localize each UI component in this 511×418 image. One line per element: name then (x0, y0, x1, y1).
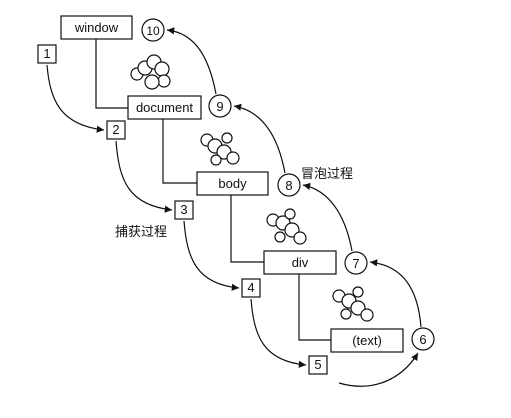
node-body-box (196, 171, 269, 196)
bubble-step-9-label: 9 (216, 99, 223, 114)
bubble-cluster-icon (130, 54, 171, 90)
capture-step-4-label: 4 (247, 280, 254, 295)
capture-step-2-box (106, 120, 126, 140)
capture-arrow-3-4 (183, 220, 240, 291)
capture-phase-label: 捕获过程 (115, 224, 167, 240)
bubble-phase-label: 冒泡过程 (301, 167, 353, 182)
bubble-step-7: 7 (344, 251, 368, 275)
capture-step-2: 2 (106, 120, 126, 140)
node-window: window (60, 15, 133, 40)
target-arrow-5-6 (338, 352, 419, 387)
capture-step-5-label: 5 (314, 357, 321, 372)
bubble-cluster-icon (332, 286, 374, 322)
capture-step-5: 5 (308, 355, 328, 375)
capture-step-4: 4 (241, 278, 261, 298)
node-text-label: (text) (352, 333, 382, 348)
node-document: document (127, 95, 202, 120)
target-step-6: 6 (411, 327, 435, 351)
capture-step-2-label: 2 (112, 122, 119, 137)
bubble-arrow-6-7 (369, 259, 422, 328)
node-document-box (127, 95, 202, 120)
node-window-box (60, 15, 133, 40)
bubble-arrows (166, 27, 422, 387)
bubble-step-8-label: 8 (285, 178, 292, 193)
bubble-step-10: 10 (141, 18, 165, 42)
node-body-label: body (218, 176, 247, 191)
connector-window-document (95, 39, 128, 109)
capture-step-1: 1 (37, 44, 57, 64)
target-step-6-circle (411, 327, 435, 351)
capture-arrow-4-5 (250, 298, 307, 368)
bubble-arrow-8-9 (233, 103, 286, 174)
capture-steps: 1 2 3 4 5 (37, 44, 328, 375)
bubble-step-10-label: 10 (146, 24, 160, 38)
capture-step-3-box (174, 200, 194, 220)
bubble-step-8-circle (277, 173, 301, 197)
capture-step-5-box (308, 355, 328, 375)
capture-step-1-box (37, 44, 57, 64)
bubble-arrow-9-10 (166, 27, 217, 95)
dom-tree-connectors (95, 39, 331, 341)
bubble-step-9-circle (208, 94, 232, 118)
node-div: div (263, 250, 337, 275)
bubble-step-7-label: 7 (352, 256, 359, 271)
bubble-step-8: 8 (277, 173, 301, 197)
capture-step-3: 3 (174, 200, 194, 220)
capture-step-1-label: 1 (43, 46, 50, 61)
bubble-step-9: 9 (208, 94, 232, 118)
capture-arrows (46, 64, 307, 368)
connector-document-body (162, 118, 197, 184)
target-step-6-label: 6 (419, 332, 426, 347)
capture-arrow-2-3 (115, 140, 173, 213)
capture-step-4-box (241, 278, 261, 298)
node-text-box (330, 328, 404, 353)
node-body: body (196, 171, 269, 196)
node-window-label: window (74, 20, 119, 35)
node-div-label: div (292, 255, 309, 270)
bubble-arrow-7-8 (302, 182, 353, 252)
bubble-step-7-circle (344, 251, 368, 275)
bubble-step-10-circle (141, 18, 165, 42)
node-div-box (263, 250, 337, 275)
capture-step-3-label: 3 (180, 202, 187, 217)
node-text: (text) (330, 328, 404, 353)
bubble-cluster-icon (200, 132, 240, 166)
bubble-cluster-icons (130, 54, 374, 322)
capture-arrow-1-2 (46, 64, 105, 133)
connector-div-text (298, 272, 331, 341)
bubble-cluster-icon (266, 208, 307, 245)
dom-nodes: window document body div (text) (60, 15, 404, 353)
connector-body-div (230, 194, 264, 263)
bubble-steps: 6 7 8 9 10 (141, 18, 435, 351)
node-document-label: document (136, 100, 193, 115)
